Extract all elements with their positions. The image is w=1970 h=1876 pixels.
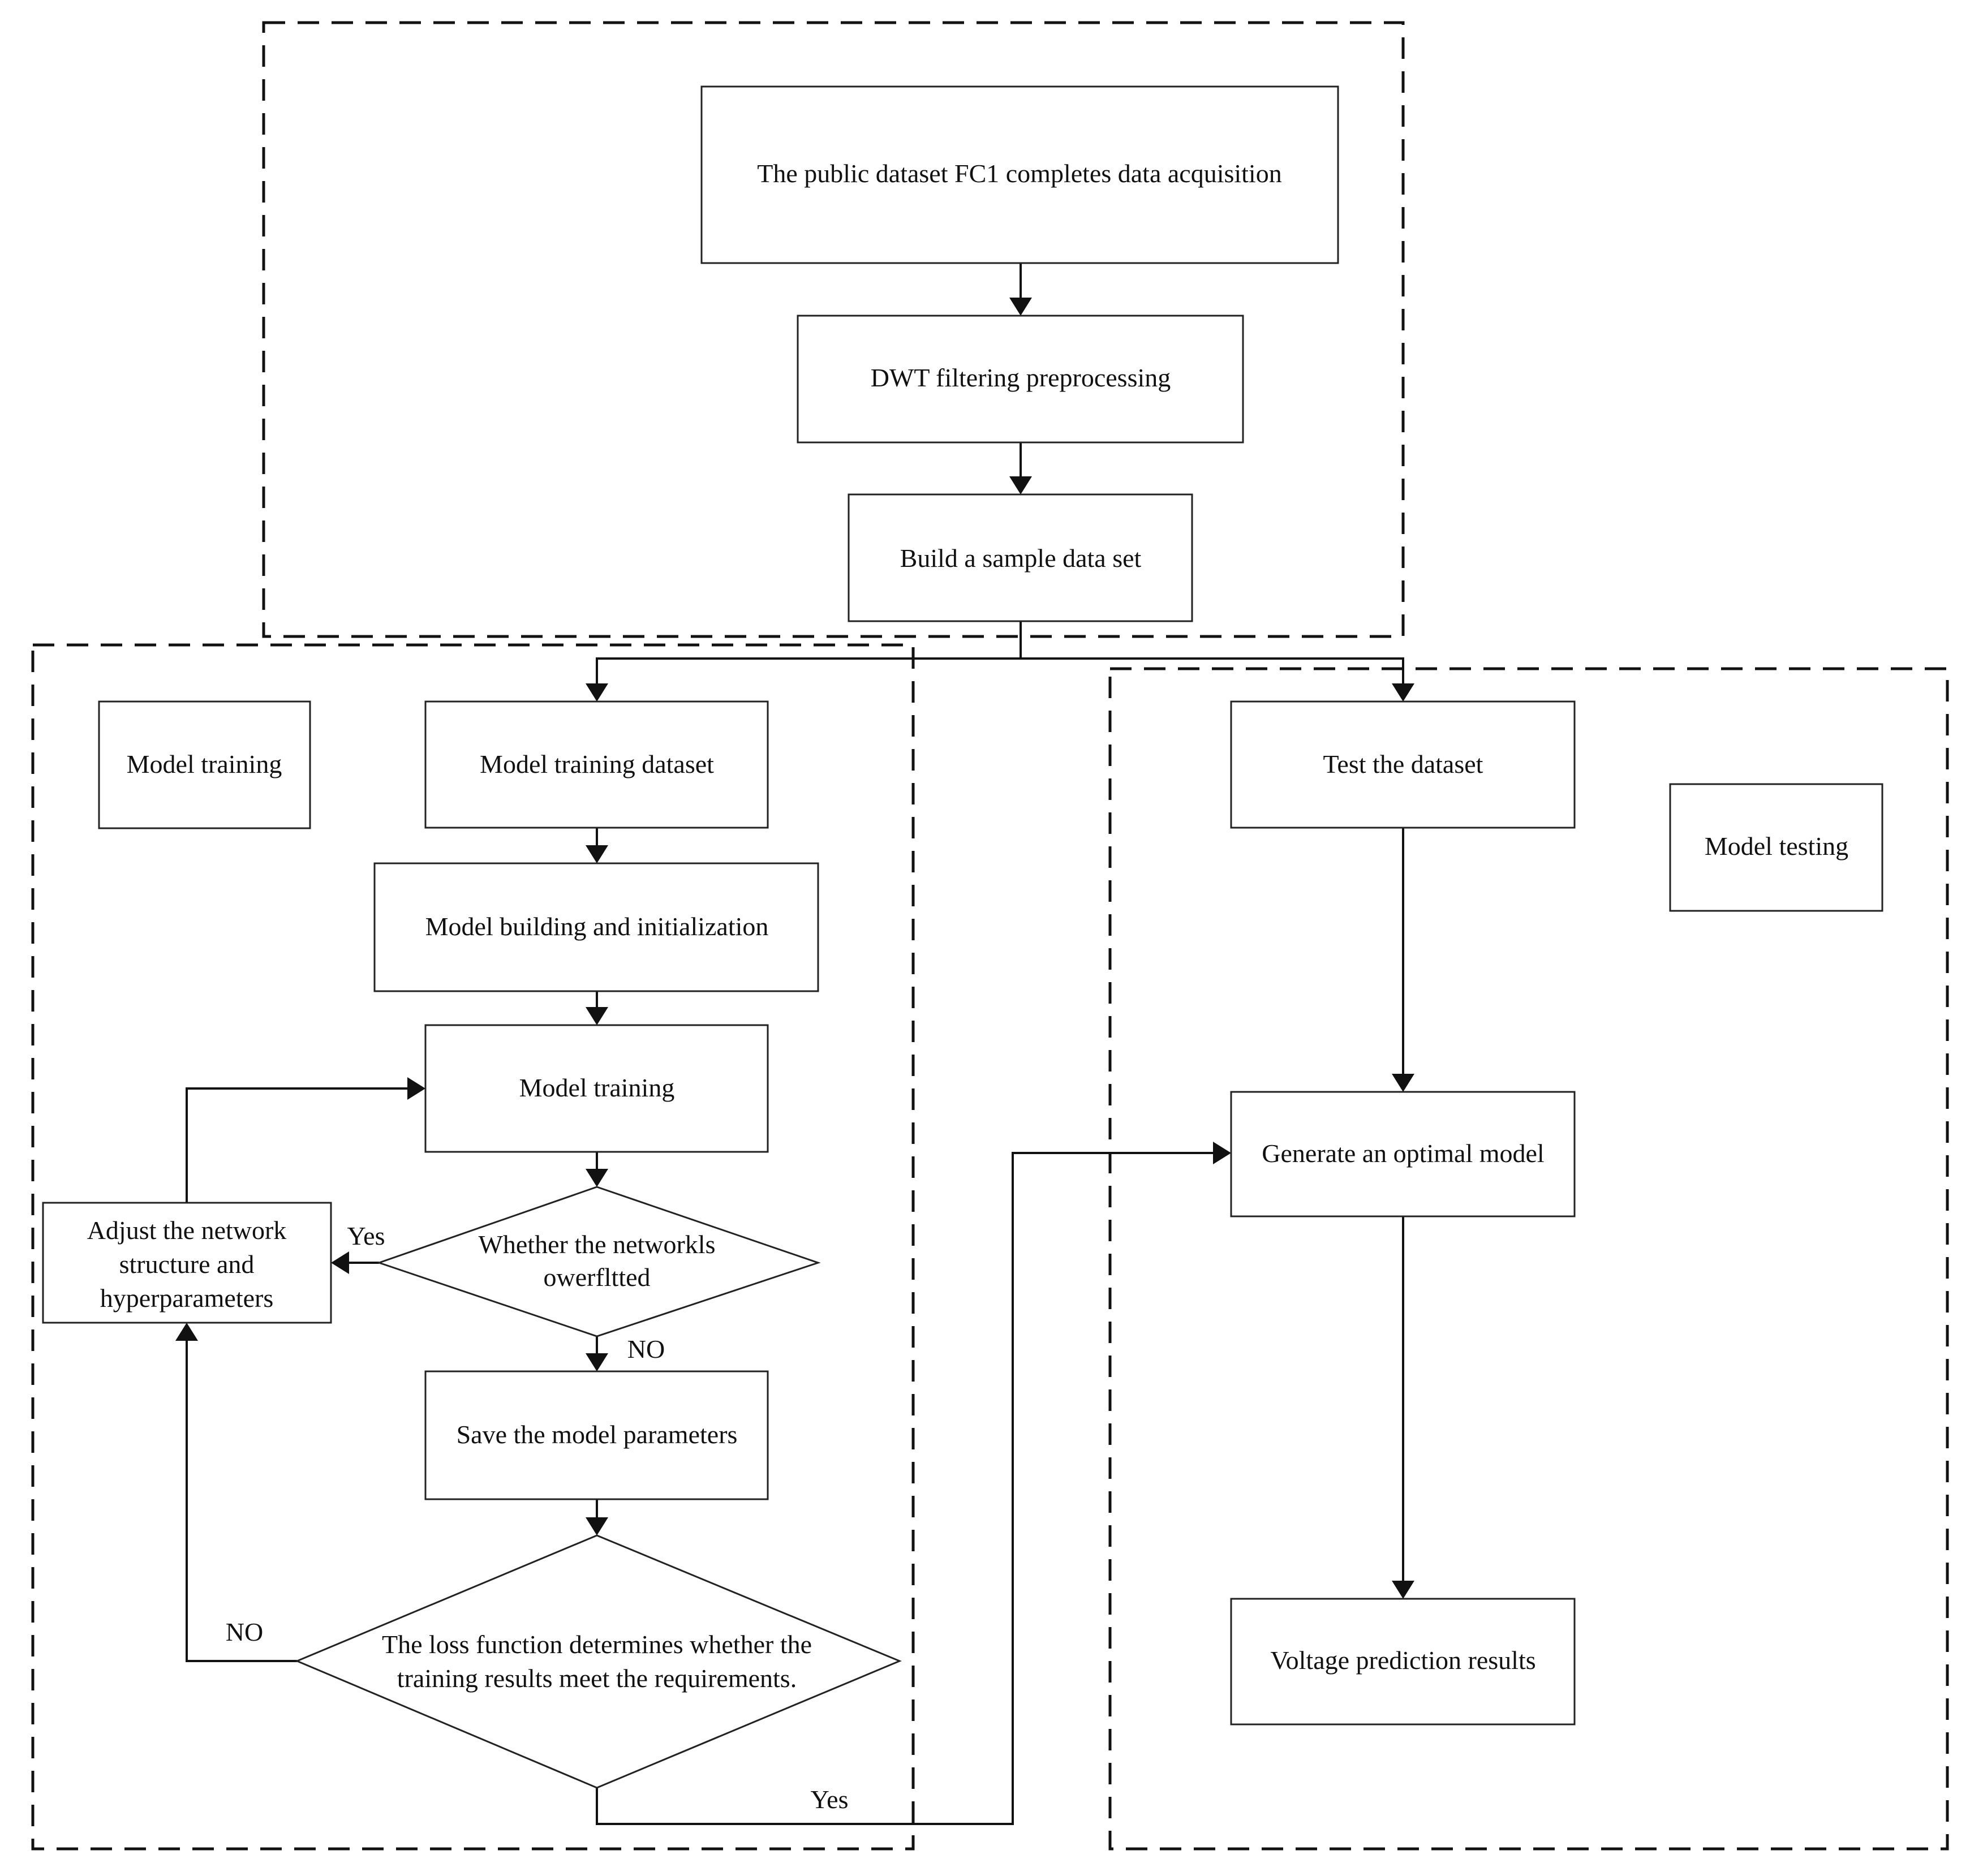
decision-overfit: Whether the networkls owerfltted bbox=[376, 1186, 821, 1337]
node-build-init: Model building and initialization bbox=[373, 862, 819, 992]
decision-loss-line-1: The loss function determines whether the bbox=[382, 1630, 812, 1659]
node-adjust-line-2: structure and bbox=[119, 1250, 255, 1279]
arrowhead bbox=[586, 1007, 608, 1025]
decision-loss-line-2: training results meet the requirements. bbox=[397, 1664, 797, 1693]
data-preparation-group bbox=[262, 21, 1405, 638]
node-adjust: Adjust the network structure and hyperpa… bbox=[42, 1202, 332, 1324]
node-voltage-label: Voltage prediction results bbox=[1270, 1646, 1535, 1675]
node-adjust-line-1: Adjust the network bbox=[87, 1216, 287, 1245]
node-train-dataset-label: Model training dataset bbox=[480, 750, 714, 778]
arrowhead bbox=[1213, 1142, 1231, 1164]
node-dwt-label: DWT filtering preprocessing bbox=[871, 363, 1171, 392]
node-train-dataset: Model training dataset bbox=[424, 700, 769, 829]
node-optimal: Generate an optimal model bbox=[1230, 1091, 1576, 1217]
arrowhead bbox=[175, 1323, 198, 1341]
node-test-dataset-label: Test the dataset bbox=[1323, 750, 1483, 778]
node-training-label: Model training bbox=[519, 1073, 675, 1102]
edge-adjust-to-training bbox=[186, 1087, 408, 1203]
arrowhead bbox=[586, 1169, 608, 1187]
arrowhead bbox=[1392, 683, 1414, 702]
group-label-model-training-text: Model training bbox=[127, 750, 282, 778]
node-training: Model training bbox=[424, 1024, 769, 1153]
edge-label-overfit-no: NO bbox=[627, 1335, 665, 1363]
arrowhead bbox=[1009, 476, 1032, 494]
edge-label-loss-no: NO bbox=[226, 1617, 263, 1646]
node-voltage: Voltage prediction results bbox=[1230, 1598, 1576, 1726]
arrowhead bbox=[586, 1517, 608, 1535]
edge-sample-to-test bbox=[1021, 657, 1404, 686]
node-acquisition: The public dataset FC1 completes data ac… bbox=[700, 85, 1339, 264]
node-save: Save the model parameters bbox=[424, 1370, 769, 1500]
node-save-label: Save the model parameters bbox=[457, 1420, 738, 1449]
node-test-dataset: Test the dataset bbox=[1230, 700, 1576, 829]
decision-overfit-line-1: Whether the networkls bbox=[479, 1230, 716, 1259]
group-label-model-testing: Model testing bbox=[1669, 783, 1883, 912]
model-testing-group bbox=[1108, 667, 1949, 1851]
node-dwt: DWT filtering preprocessing bbox=[797, 315, 1244, 444]
group-label-model-testing-text: Model testing bbox=[1705, 832, 1848, 860]
node-optimal-label: Generate an optimal model bbox=[1262, 1139, 1544, 1168]
edges bbox=[175, 263, 1414, 1825]
decision-loss: The loss function determines whether the… bbox=[295, 1534, 902, 1789]
arrowhead bbox=[1392, 1581, 1414, 1599]
arrowhead bbox=[1392, 1074, 1414, 1092]
node-adjust-line-3: hyperparameters bbox=[100, 1284, 274, 1313]
edge-loss-no bbox=[186, 1341, 297, 1662]
node-sample: Build a sample data set bbox=[848, 493, 1193, 622]
edge-label-overfit-yes: Yes bbox=[347, 1221, 385, 1250]
arrowhead bbox=[586, 683, 608, 702]
node-build-init-label: Model building and initialization bbox=[425, 912, 769, 941]
group-label-model-training: Model training bbox=[98, 700, 311, 829]
model-training-group bbox=[31, 643, 915, 1851]
arrowhead bbox=[586, 845, 608, 863]
arrowhead bbox=[586, 1353, 608, 1371]
arrowhead bbox=[331, 1251, 349, 1274]
node-sample-label: Build a sample data set bbox=[900, 544, 1142, 573]
decision-overfit-line-2: owerfltted bbox=[543, 1263, 650, 1292]
arrowhead bbox=[1009, 298, 1032, 316]
node-acquisition-label: The public dataset FC1 completes data ac… bbox=[757, 159, 1281, 188]
arrowhead bbox=[407, 1077, 425, 1100]
edge-label-loss-yes: Yes bbox=[811, 1785, 849, 1814]
edge-loss-yes bbox=[596, 1152, 1214, 1825]
edge-sample-split bbox=[596, 621, 1022, 686]
